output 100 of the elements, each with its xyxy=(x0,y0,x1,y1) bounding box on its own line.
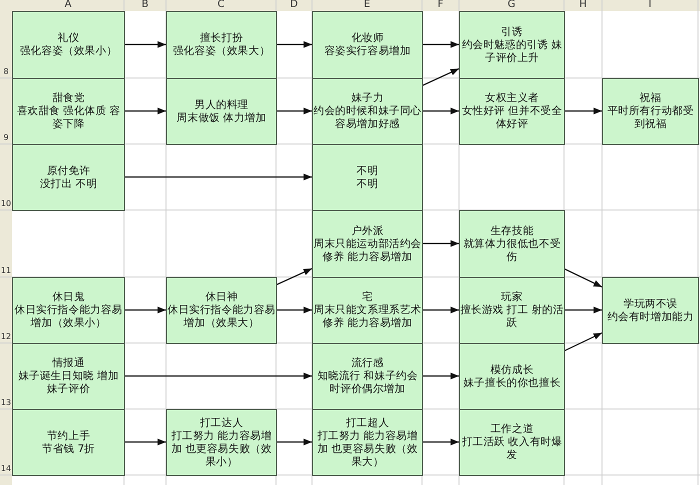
arrow xyxy=(422,240,459,247)
skill-box xyxy=(459,78,565,145)
skill-name: 引诱 xyxy=(501,26,523,38)
arrow xyxy=(564,108,602,114)
skill-name: 化妆师 xyxy=(351,32,384,45)
skill-box xyxy=(602,277,699,344)
row-number: 9 xyxy=(2,133,10,142)
arrow xyxy=(422,108,459,114)
row-number: 11 xyxy=(0,266,12,275)
skill-box xyxy=(312,210,423,278)
skill-name: 休日神 xyxy=(205,291,238,304)
skill-name: 节约上手 xyxy=(46,430,90,442)
arrow xyxy=(124,438,166,446)
skill-box xyxy=(459,277,565,344)
skill-description: 平时所有行动都受到祝福 xyxy=(606,105,695,131)
skill-name: 流行感 xyxy=(351,357,384,370)
column-header: F xyxy=(436,0,444,10)
skill-box xyxy=(459,11,565,79)
arrow xyxy=(276,41,312,48)
skill-description: 容姿实行容易增加 xyxy=(324,45,411,58)
arrow xyxy=(276,438,312,446)
skill-name: 女权主义者 xyxy=(484,92,539,105)
skill-name: 户外派 xyxy=(351,224,384,238)
column-header: B xyxy=(140,0,150,10)
column-header: E xyxy=(362,0,372,10)
arrow xyxy=(422,41,459,48)
arrow xyxy=(276,108,312,114)
skill-name: 学玩两不误 xyxy=(623,298,678,310)
skill-description: 就算体力很低也不受伤 xyxy=(462,238,562,264)
skill-name: 不明 xyxy=(356,164,378,178)
skill-name: 打工超人 xyxy=(346,416,390,430)
row-number: 12 xyxy=(0,332,12,341)
skill-name: 妹子力 xyxy=(351,92,384,105)
skill-description: 周末做饭 体力增加 xyxy=(176,112,266,124)
skill-box xyxy=(459,343,565,410)
skill-box xyxy=(312,409,423,476)
skill-description: 约会时魅惑的引诱 妹子评价上升 xyxy=(460,38,564,64)
arrow xyxy=(564,268,602,288)
skill-description: 妹子擅长的你也擅长 xyxy=(463,376,561,390)
arrow xyxy=(422,306,459,314)
skill-name: 祝福 xyxy=(640,92,662,105)
skill-description: 没打出 不明 xyxy=(40,178,98,190)
skill-box xyxy=(312,144,423,211)
skill-name: 男人的料理 xyxy=(194,98,248,112)
skill-description: 周末只能文系理系艺术修养 能力容易增加 xyxy=(313,304,422,330)
row-number: 8 xyxy=(2,67,10,76)
arrow xyxy=(124,372,312,380)
arrow xyxy=(422,68,460,86)
column-header: D xyxy=(289,0,299,10)
arrow xyxy=(124,174,312,180)
arrow xyxy=(276,306,312,314)
arrow xyxy=(276,268,312,286)
skill-description: 打工努力 能力容易增加 也更容易失败（效果大） xyxy=(316,430,419,468)
column-header: I xyxy=(648,0,652,10)
skill-box xyxy=(312,277,423,344)
arrow xyxy=(564,332,602,352)
arrow xyxy=(124,306,166,314)
column-header: A xyxy=(64,0,72,10)
arrow xyxy=(564,306,602,314)
skill-name: 工作之道 xyxy=(490,423,534,436)
skill-description: 女性好评 但并不受全体好评 xyxy=(460,105,564,131)
skill-box xyxy=(12,409,125,476)
skill-box xyxy=(12,343,125,410)
skill-box xyxy=(12,11,125,79)
skill-description: 打工活跃 收入有时爆发 xyxy=(460,436,564,462)
skill-box xyxy=(12,78,125,145)
skill-description: 强化容姿（效果大） xyxy=(172,45,270,58)
column-header: H xyxy=(578,0,588,10)
skill-box xyxy=(459,210,565,278)
skill-box xyxy=(12,277,125,344)
skill-description: 擅长游戏 打工 射的活跃 xyxy=(460,304,564,330)
skill-description: 喜欢甜食 强化体质 容姿下降 xyxy=(16,105,122,131)
skill-box xyxy=(312,11,423,79)
skill-box xyxy=(166,277,277,344)
arrow xyxy=(124,108,166,114)
skill-description: 约会的时候和妹子同心容易增加好感 xyxy=(313,105,422,131)
skill-name: 宅 xyxy=(362,291,373,304)
skill-description: 不明 xyxy=(356,178,378,190)
skill-box xyxy=(166,11,277,79)
row-number: 10 xyxy=(0,199,12,208)
skill-box xyxy=(312,78,423,145)
skill-name: 原付免许 xyxy=(46,164,90,178)
skill-description: 打工努力 能力容易增加 也更容易失败（效果小） xyxy=(170,430,273,468)
skill-box xyxy=(312,343,423,410)
skill-description: 约会有时增加能力 xyxy=(607,310,694,324)
skill-description: 强化容姿（效果小） xyxy=(20,45,118,58)
skill-description: 妹子诞生日知晓 增加妹子评价 xyxy=(17,370,120,396)
skill-name: 模仿成长 xyxy=(490,364,534,376)
skill-name: 生存技能 xyxy=(490,224,534,238)
skill-description: 周末只能运动部活约会修养 能力容易增加 xyxy=(313,238,422,264)
skill-description: 知晓流行 和妹子约会时评价偶尔增加 xyxy=(316,370,419,396)
skill-box xyxy=(12,144,125,211)
skill-name: 甜食党 xyxy=(52,92,85,105)
skill-description: 节省钱 7折 xyxy=(42,442,95,456)
arrow xyxy=(124,41,166,48)
row-number: 13 xyxy=(0,398,12,407)
skill-box xyxy=(602,78,699,145)
skill-box xyxy=(166,409,277,476)
skill-name: 礼仪 xyxy=(58,32,80,45)
skill-box xyxy=(166,78,277,145)
